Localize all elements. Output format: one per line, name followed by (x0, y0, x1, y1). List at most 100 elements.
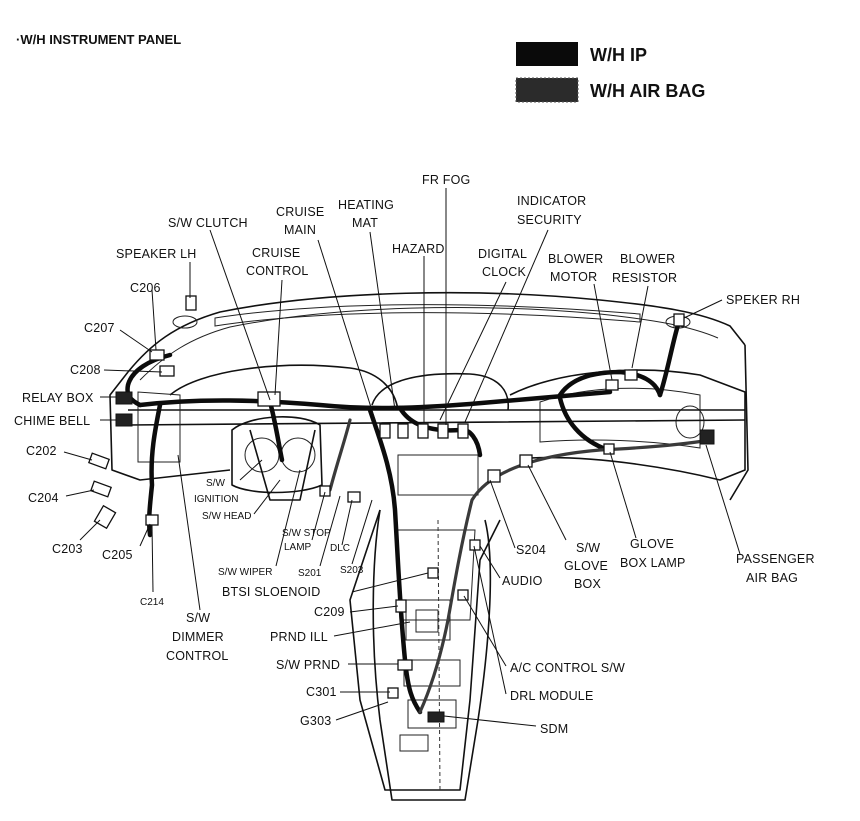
label-prnd-ill: PRND ILL (270, 630, 328, 644)
label-relay-box: RELAY BOX (22, 391, 94, 405)
connector-fr-fog (417, 423, 429, 439)
label-sw-dimmer-3: CONTROL (166, 649, 229, 663)
label-sw-dimmer-2: DIMMER (172, 630, 224, 644)
label-sw-ignition-1: S/W (206, 478, 225, 489)
label-c206: C206 (130, 281, 161, 295)
label-cruise-control-1: CRUISE (252, 246, 300, 260)
label-sw-head: S/W HEAD (202, 511, 251, 522)
legend: W/H IP W/H AIR BAG (515, 42, 705, 103)
dash-right-end (729, 344, 749, 501)
label-ac-control: A/C CONTROL S/W (510, 661, 625, 675)
dash-left-end-inner (137, 391, 181, 463)
harness-ip-main-trunk (137, 389, 613, 411)
label-c204: C204 (28, 491, 59, 505)
label-hazard: HAZARD (392, 242, 445, 256)
label-sw-glove-2: GLOVE (564, 559, 608, 573)
sdm-module (407, 699, 457, 729)
diagram-title: ·W/H INSTRUMENT PANEL (16, 32, 181, 47)
connector-c205 (145, 514, 159, 526)
label-blower-resistor-1: BLOWER (620, 252, 675, 266)
label-glove-lamp-1: GLOVE (630, 537, 674, 551)
label-cruise-main-2: MAIN (284, 223, 316, 237)
label-c205: C205 (102, 548, 133, 562)
passenger-panel (509, 369, 746, 481)
label-sw-prnd: S/W PRND (276, 658, 340, 672)
label-c208: C208 (70, 363, 101, 377)
legend-swatch-airbag-texture (515, 77, 579, 103)
cluster-hood (169, 364, 399, 411)
harness-ip-center-drop (367, 407, 423, 715)
connector-speaker-lh (185, 295, 197, 311)
label-blower-motor-1: BLOWER (548, 252, 603, 266)
callout-labels: FR FOG INDICATOR SECURITY HEATING MAT CR… (14, 173, 815, 736)
label-c202: C202 (26, 444, 57, 458)
defrost-vent (214, 304, 641, 327)
chime-bell (115, 413, 133, 427)
label-security: SECURITY (517, 213, 582, 227)
legend-label-ip: W/H IP (590, 45, 647, 65)
label-s203: S203 (340, 565, 364, 576)
connector-c202 (87, 452, 111, 470)
label-blower-motor-2: MOTOR (550, 270, 597, 284)
rh-vent (675, 405, 705, 439)
console-latch (399, 734, 429, 752)
ground-g303 (387, 687, 399, 699)
center-console (349, 509, 501, 791)
connector-speaker-rh (673, 313, 685, 327)
label-c209: C209 (314, 605, 345, 619)
dlc-connector (347, 491, 361, 503)
label-s204: S204 (516, 543, 546, 557)
label-btsi: BTSI SLOENOID (222, 585, 320, 599)
wire-harness-airbag (328, 418, 712, 714)
label-sw-glove-1: S/W (576, 541, 600, 555)
connector-heating-mat (379, 423, 391, 439)
label-sdm: SDM (540, 722, 568, 736)
label-mat: MAT (352, 216, 378, 230)
label-fr-fog: FR FOG (422, 173, 470, 187)
legend-swatch-ip (516, 42, 578, 66)
harness-ip-glove-branch (557, 395, 611, 453)
label-sw-glove-3: BOX (574, 577, 601, 591)
connector-c207 (149, 349, 165, 361)
connector-c301 (397, 659, 413, 671)
harness-airbag-main (418, 438, 712, 714)
label-speker-rh: SPEKER RH (726, 293, 800, 307)
label-sw-stop-lamp-1: S/W STOP (282, 528, 331, 539)
legend-swatch-airbag (516, 78, 578, 102)
stop-lamp-switch (319, 485, 331, 497)
label-sw-ignition-2: IGNITION (194, 494, 238, 505)
leader-lines (63, 188, 741, 727)
shifter-boot (415, 609, 439, 633)
label-c203: C203 (52, 542, 83, 556)
label-g303: G303 (300, 714, 331, 728)
steering-column (249, 429, 316, 501)
glove-box-lamp (603, 443, 615, 455)
connector-c204 (89, 480, 113, 498)
glove-box-switch (519, 454, 533, 468)
cruise-control-module (257, 391, 281, 407)
label-pass-airbag-1: PASSENGER (736, 552, 815, 566)
dash-left-end (109, 371, 231, 481)
label-audio: AUDIO (502, 574, 543, 588)
shifter-base (405, 599, 451, 641)
harness-airbag-column (328, 418, 352, 492)
console-outer (372, 509, 492, 801)
audio-connector (487, 469, 501, 483)
ac-control-connector (457, 589, 469, 601)
label-sw-wiper: S/W WIPER (218, 567, 272, 578)
center-hood (371, 372, 510, 411)
glove-box (539, 387, 701, 449)
label-cruise-main-1: CRUISE (276, 205, 324, 219)
label-dlc: DLC (330, 543, 350, 554)
label-drl-module: DRL MODULE (510, 689, 594, 703)
harness-ip-speaker-rh (657, 322, 681, 398)
label-sw-stop-lamp-2: LAMP (284, 542, 312, 553)
harness-ip-relay-branch (125, 352, 173, 408)
relay-box (115, 391, 133, 405)
btsi-solenoid (427, 567, 439, 579)
sdm-connector (427, 711, 445, 723)
connector-hazard (397, 423, 409, 439)
speaker-lh-grille (172, 315, 198, 329)
label-glove-lamp-2: BOX LAMP (620, 556, 686, 570)
connector-c203 (93, 504, 117, 530)
